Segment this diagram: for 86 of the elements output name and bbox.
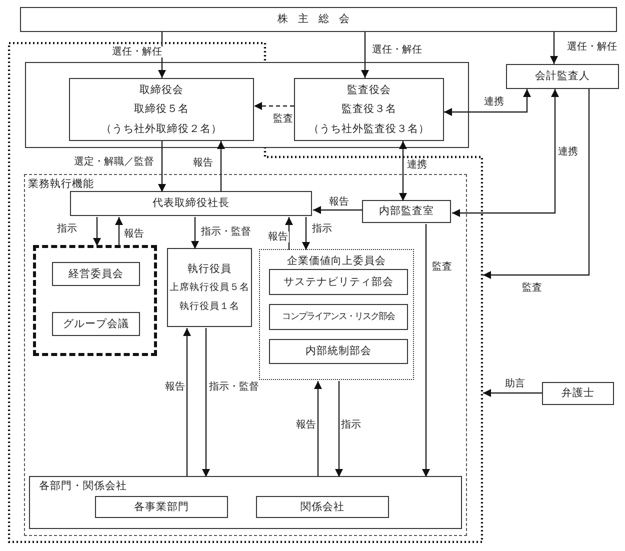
org-box xyxy=(69,78,254,141)
node-label: 関係会社 xyxy=(300,500,344,514)
arrow xyxy=(422,224,430,477)
node-detail: 取締役５名 xyxy=(134,103,189,116)
committee-frame xyxy=(259,249,414,380)
arrow xyxy=(361,32,369,78)
node-label: 会計監査人 xyxy=(535,70,590,83)
arrow xyxy=(254,102,294,110)
arrow xyxy=(302,217,310,250)
org-box xyxy=(269,339,408,364)
node-label: 内部統制部会 xyxy=(306,345,372,358)
node-detail: （うち社外取締役２名） xyxy=(101,122,222,136)
node-label: 弁護士 xyxy=(562,387,594,400)
arrow xyxy=(191,217,199,249)
org-box xyxy=(269,304,408,330)
org-box xyxy=(542,382,614,405)
department-frame xyxy=(29,476,462,529)
arrow xyxy=(550,32,558,64)
arrow xyxy=(93,217,101,246)
node-label: 監査役会 xyxy=(347,84,391,96)
dashed-region xyxy=(24,174,467,536)
node-label: 内部監査室 xyxy=(379,205,434,218)
meeting-box xyxy=(20,7,617,32)
org-box xyxy=(52,312,140,336)
org-box xyxy=(167,248,252,327)
edge-label: 連携 xyxy=(483,96,505,108)
org-box xyxy=(506,64,619,89)
node-label: 執行役員 xyxy=(188,262,232,276)
edge-label: 選任・解任 xyxy=(111,46,163,58)
group-heading: 企業価値向上委員会 xyxy=(286,255,387,268)
edge-label: 連携 xyxy=(406,160,428,170)
arrow xyxy=(483,89,590,279)
arrow xyxy=(452,89,559,217)
node-label: 経営委員会 xyxy=(68,268,124,280)
org-box xyxy=(362,200,451,223)
node-detail: 上席執行役員５名 xyxy=(170,282,250,294)
edge-label: 報告 xyxy=(192,158,214,168)
edge-label: 監査 xyxy=(431,262,453,272)
edge-label: 指示・監督 xyxy=(208,382,260,392)
org-box xyxy=(256,496,389,518)
arrow xyxy=(183,328,191,477)
org-box xyxy=(294,78,444,141)
arrow xyxy=(115,217,123,246)
arrow xyxy=(444,89,531,116)
node-label: 各事業部門 xyxy=(134,500,189,514)
edge-label: 指示・監督 xyxy=(200,226,252,238)
arrow xyxy=(202,328,210,477)
edge-label: 監査 xyxy=(272,114,294,124)
edge-label: 指示 xyxy=(56,224,78,234)
arrow xyxy=(335,381,343,477)
edge-label: 連携 xyxy=(557,146,579,158)
org-box xyxy=(269,269,408,295)
edge-label: 指示 xyxy=(340,420,362,430)
node-label: サステナビリティ部会 xyxy=(284,276,394,288)
edge-label: 報告 xyxy=(123,228,145,240)
edge-label: 選任・解任 xyxy=(371,44,423,56)
node-detail: 執行役員１名 xyxy=(180,300,240,312)
edge-label: 助言 xyxy=(504,378,526,390)
group-heading: 業務執行機能 xyxy=(28,178,94,191)
edge-label: 選定・解職／監督 xyxy=(73,156,155,168)
thick-dashed-frame xyxy=(33,245,157,356)
edge-label: 指示 xyxy=(311,224,333,234)
node-label: コンプライアンス・リスク部会 xyxy=(282,312,395,322)
node-label: 代表取締役社長 xyxy=(152,197,230,210)
arrow xyxy=(314,381,322,477)
node-detail: 監査役３名 xyxy=(342,103,396,116)
org-box xyxy=(95,496,228,518)
edge-label: 報告 xyxy=(267,232,289,242)
org-box xyxy=(52,262,140,286)
node-label: 取締役会 xyxy=(140,84,184,96)
node-label: グループ会議 xyxy=(63,318,129,330)
edge-label: 監査 xyxy=(521,282,543,294)
edge-label: 報告 xyxy=(295,420,317,430)
arrow xyxy=(399,141,407,201)
org-box xyxy=(70,191,312,216)
group-heading: 各部門・関係会社 xyxy=(39,480,127,493)
arrow xyxy=(217,141,225,192)
edge-label: 報告 xyxy=(164,382,186,392)
edge-label: 選任・解任 xyxy=(566,42,618,52)
edge-label: 報告 xyxy=(328,196,350,208)
arrow xyxy=(285,217,293,250)
node-label: 株主総会 xyxy=(278,13,360,26)
arrow xyxy=(483,389,542,397)
arrow xyxy=(313,206,363,214)
node-detail: （うち社外監査役３名） xyxy=(308,122,430,136)
arrow xyxy=(158,141,166,192)
